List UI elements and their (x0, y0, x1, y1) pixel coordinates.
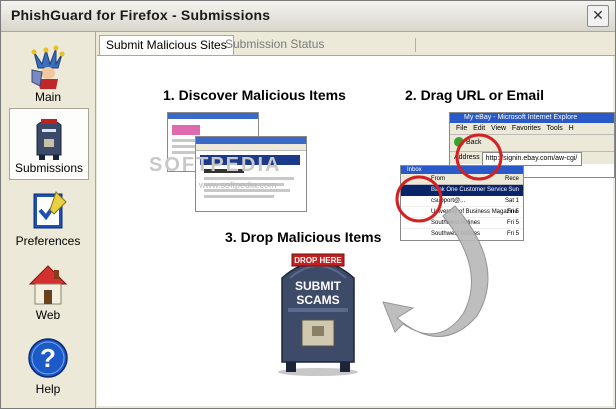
sidebar-item-label: Submissions (14, 161, 84, 175)
home-icon (28, 265, 68, 305)
sidebar-item-label: Main (34, 90, 61, 104)
svg-text:?: ? (40, 343, 56, 373)
checklist-icon (33, 191, 67, 229)
sidebar-item-help[interactable]: ? Help (9, 330, 87, 400)
close-button[interactable]: ✕ (587, 5, 609, 27)
sidebar: Main Submissions Preferences (1, 32, 96, 408)
step-drag: 2. Drag URL or Email (405, 87, 545, 103)
instructions-panel: 1. Discover Malicious Items 2. Drag URL … (97, 56, 615, 406)
browser-address-bar: Address http://signin.ebay.com/aw-cgi/ (450, 152, 614, 166)
illustration-webpage-front (195, 136, 307, 212)
mailbox-sign: DROP HERE (294, 256, 342, 265)
step-drop: 3. Drop Malicious Items (225, 229, 382, 245)
jester-icon (31, 45, 65, 89)
drop-mailbox[interactable]: DROP HERE SUBMIT SCAMS (272, 248, 364, 376)
inbox-row: csupport@... Sat 1 (401, 196, 523, 207)
tab-submit-malicious-sites[interactable]: Submit Malicious Sites (99, 35, 234, 55)
sidebar-item-preferences[interactable]: Preferences (9, 182, 87, 252)
mailbox-icon (36, 119, 62, 160)
tab-bar: Submit Malicious Sites Submission Status (97, 32, 615, 56)
inbox-row: Bank One Customer Service Sun (401, 185, 523, 196)
title-bar: PhishGuard for Firefox - Submissions ✕ (1, 1, 615, 32)
highlight-overlay (382, 133, 503, 337)
watermark-url: www.softpedia.com (199, 180, 277, 190)
browser-menu: File Edit View Favorites Tools H (450, 123, 614, 135)
watermark: SOFTPEDIA (149, 154, 282, 176)
sidebar-item-label: Help (35, 382, 61, 396)
sidebar-item-main[interactable]: Main (9, 38, 87, 108)
close-icon: ✕ (592, 7, 604, 23)
tab-submission-status[interactable]: Submission Status (225, 37, 325, 51)
mailbox-text-line2: SCAMS (296, 293, 339, 307)
tab-separator (415, 38, 416, 52)
sidebar-item-submissions[interactable]: Submissions (9, 108, 89, 180)
back-arrow-icon (454, 137, 464, 148)
question-icon: ? (28, 338, 68, 378)
mailbox-text-line1: SUBMIT (295, 279, 342, 293)
drag-arrow-icon (382, 205, 489, 337)
sidebar-item-web[interactable]: Web (9, 256, 87, 326)
browser-title: My eBay - Microsoft Internet Explore (450, 113, 614, 123)
illustration-browser: My eBay - Microsoft Internet Explore Fil… (449, 112, 615, 178)
email-highlight-circle (395, 175, 443, 223)
step-discover: 1. Discover Malicious Items (163, 87, 346, 103)
window-title: PhishGuard for Firefox - Submissions (11, 7, 271, 23)
sidebar-item-label: Preferences (15, 234, 81, 248)
inbox-header: From Rece (401, 174, 523, 185)
address-highlight-circle (455, 133, 503, 181)
sidebar-item-label: Web (35, 308, 61, 322)
